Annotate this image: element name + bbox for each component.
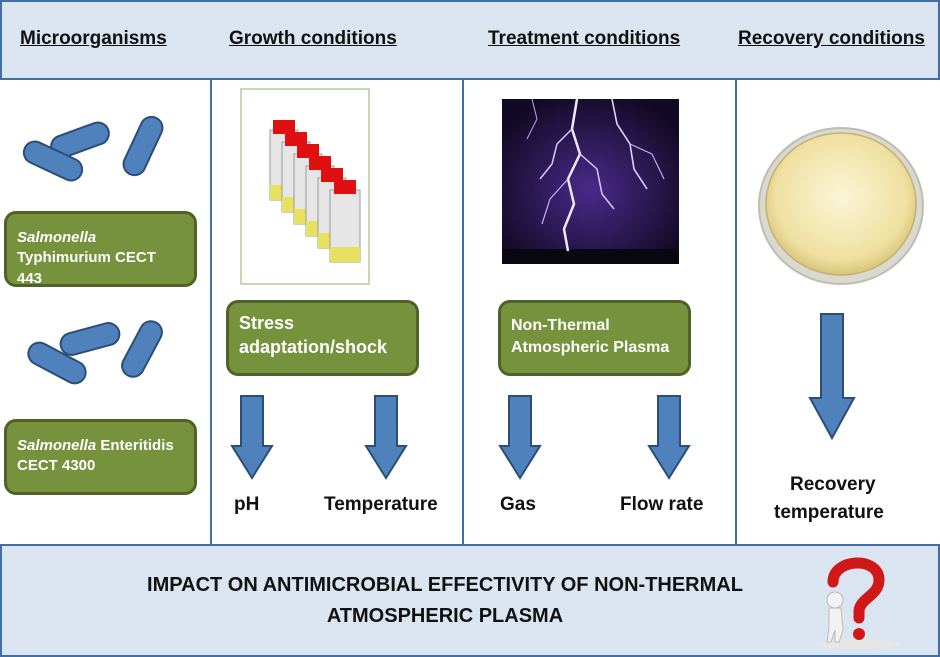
stress-adaptation-box: Stress adaptation/shock bbox=[226, 300, 419, 376]
lightning-image bbox=[502, 98, 679, 264]
recovery-temperature-label: Recovery bbox=[790, 474, 876, 496]
down-arrow-icon bbox=[808, 313, 856, 441]
recovery-line2: temperature bbox=[774, 502, 884, 523]
column-divider bbox=[735, 80, 737, 544]
header-recovery-conditions: Recovery conditions bbox=[738, 28, 925, 49]
down-arrow-icon bbox=[647, 395, 691, 480]
column-divider bbox=[210, 80, 212, 544]
column-divider bbox=[462, 80, 464, 544]
bacteria-illustration bbox=[27, 320, 163, 385]
plasma-box: Non-Thermal Atmospheric Plasma bbox=[498, 300, 691, 376]
impact-line2: ATMOSPHERIC PLASMA bbox=[326, 605, 564, 627]
factor-temperature: Temperature bbox=[324, 494, 438, 515]
stress-line1: Stress bbox=[239, 313, 295, 333]
plasma-line1: Non-Thermal bbox=[511, 317, 610, 334]
bacteria-illustration bbox=[22, 115, 164, 182]
down-arrow-icon bbox=[230, 395, 274, 480]
question-mark-figure-icon bbox=[815, 557, 899, 649]
down-arrow-icon bbox=[498, 395, 542, 480]
factor-gas: Gas bbox=[500, 494, 536, 515]
recovery-line1: Recovery bbox=[790, 474, 876, 495]
plasma-line2: Atmospheric Plasma bbox=[511, 338, 670, 356]
footer-band bbox=[0, 544, 940, 657]
down-arrow-icon bbox=[364, 395, 408, 480]
factor-flow-rate: Flow rate bbox=[620, 494, 704, 515]
factor-ph: pH bbox=[234, 494, 260, 515]
strain-name: Typhimurium CECT 443 bbox=[17, 249, 156, 287]
strain-genus: Salmonella bbox=[17, 229, 97, 246]
vials-illustration bbox=[269, 120, 361, 263]
impact-line1: IMPACT ON ANTIMICROBIAL EFFECTIVITY OF N… bbox=[147, 574, 743, 596]
stress-line2: adaptation/shock bbox=[239, 337, 388, 358]
impact-statement: IMPACT ON ANTIMICROBIAL EFFECTIVITY OF N… bbox=[80, 570, 810, 632]
lightning-illustration bbox=[502, 98, 679, 264]
strain-box-typhimurium: Salmonella Typhimurium CECT 443 bbox=[4, 211, 197, 287]
strain-genus: Salmonella bbox=[17, 437, 97, 454]
header-growth-conditions: Growth conditions bbox=[229, 28, 397, 49]
header-treatment-conditions: Treatment conditions bbox=[488, 28, 681, 49]
strain-name: Enteritidis bbox=[100, 437, 174, 454]
strain-id: CECT 4300 bbox=[17, 457, 96, 475]
vials-image bbox=[240, 88, 370, 285]
strain-box-enteritidis: Salmonella Enteritidis CECT 4300 bbox=[4, 419, 197, 495]
header-microorganisms: Microorganisms bbox=[20, 28, 167, 49]
header-band bbox=[0, 0, 940, 80]
petri-dish-icon bbox=[758, 127, 924, 285]
